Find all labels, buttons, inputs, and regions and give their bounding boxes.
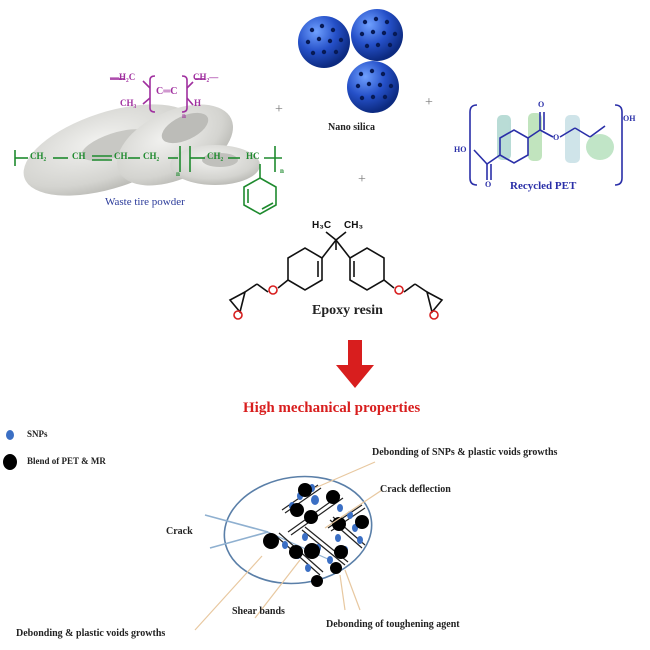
- pet-ho: HO: [454, 145, 467, 154]
- tire-bottom-ch-2: CH: [114, 151, 128, 161]
- pet-oh: OH: [623, 114, 636, 123]
- plus-sign: +: [425, 95, 433, 110]
- legend-blend-marker: [3, 454, 17, 470]
- tire-bottom-sub-2: n: [280, 167, 284, 175]
- legend-snp-marker: [6, 430, 14, 440]
- tire-top-h: H: [194, 98, 202, 108]
- pet-o-mid: O: [553, 133, 560, 142]
- tire-bottom-ch2-2: CH₂: [143, 151, 160, 161]
- annotation-shear-bands: Shear bands: [232, 606, 285, 617]
- nano-silica-label: Nano silica: [328, 122, 375, 133]
- result-label: High mechanical properties: [243, 400, 421, 416]
- epoxy-ch3: CH₃: [344, 220, 364, 231]
- epoxy-h3c: H₃C: [312, 220, 332, 231]
- tire-top-sub: n: [182, 112, 186, 120]
- tire-top-left: —H₂C: [110, 72, 136, 82]
- pet-structure: [469, 104, 623, 186]
- annotation-crack: Crack: [166, 526, 193, 537]
- pet-o-bottom: O: [485, 180, 492, 189]
- annotation-debonding-voids: Debonding & plastic voids growths: [16, 628, 166, 639]
- down-arrow-icon: [336, 340, 374, 388]
- tire-bottom-ch2-3: CH₂: [207, 151, 224, 161]
- tire-bottom-ch2-1: CH₂: [30, 151, 47, 161]
- annotation-debonding-snps: Debonding of SNPs & plastic voids growth…: [372, 447, 558, 458]
- mechanism-diagram: [194, 461, 383, 631]
- tire-bottom-chain-bonds: [14, 146, 282, 215]
- tire-top-right: CH₂—: [193, 72, 219, 82]
- epoxy-oxygen-atoms: [233, 285, 439, 320]
- recycled-pet-label: Recycled PET: [510, 180, 577, 192]
- epoxy-resin-label: Epoxy resin: [312, 303, 383, 318]
- pet-bottles: [497, 113, 614, 163]
- tire-image: [23, 104, 260, 196]
- pet-o-top: O: [538, 100, 545, 109]
- nano-silica-spheres: [298, 9, 403, 113]
- waste-tire-label: Waste tire powder: [105, 196, 185, 208]
- plus-sign: +: [358, 172, 366, 187]
- annotation-crack-deflection: Crack deflection: [380, 484, 451, 495]
- tire-top-chain-brackets: [110, 75, 205, 113]
- tire-top-ch3: CH₃: [120, 98, 137, 108]
- epoxy-structure: [228, 231, 444, 314]
- plus-sign: +: [275, 102, 283, 117]
- annotation-debonding-toughening: Debonding of toughening agent: [326, 619, 460, 630]
- tire-bottom-hc: HC: [246, 151, 260, 161]
- legend-snps-label: SNPs: [27, 429, 48, 439]
- tire-top-center: C═C: [156, 86, 178, 97]
- tire-bottom-sub-1: n: [176, 170, 180, 178]
- tire-bottom-ch-1: CH: [72, 151, 86, 161]
- legend-blend-label: Blend of PET & MR: [27, 456, 106, 466]
